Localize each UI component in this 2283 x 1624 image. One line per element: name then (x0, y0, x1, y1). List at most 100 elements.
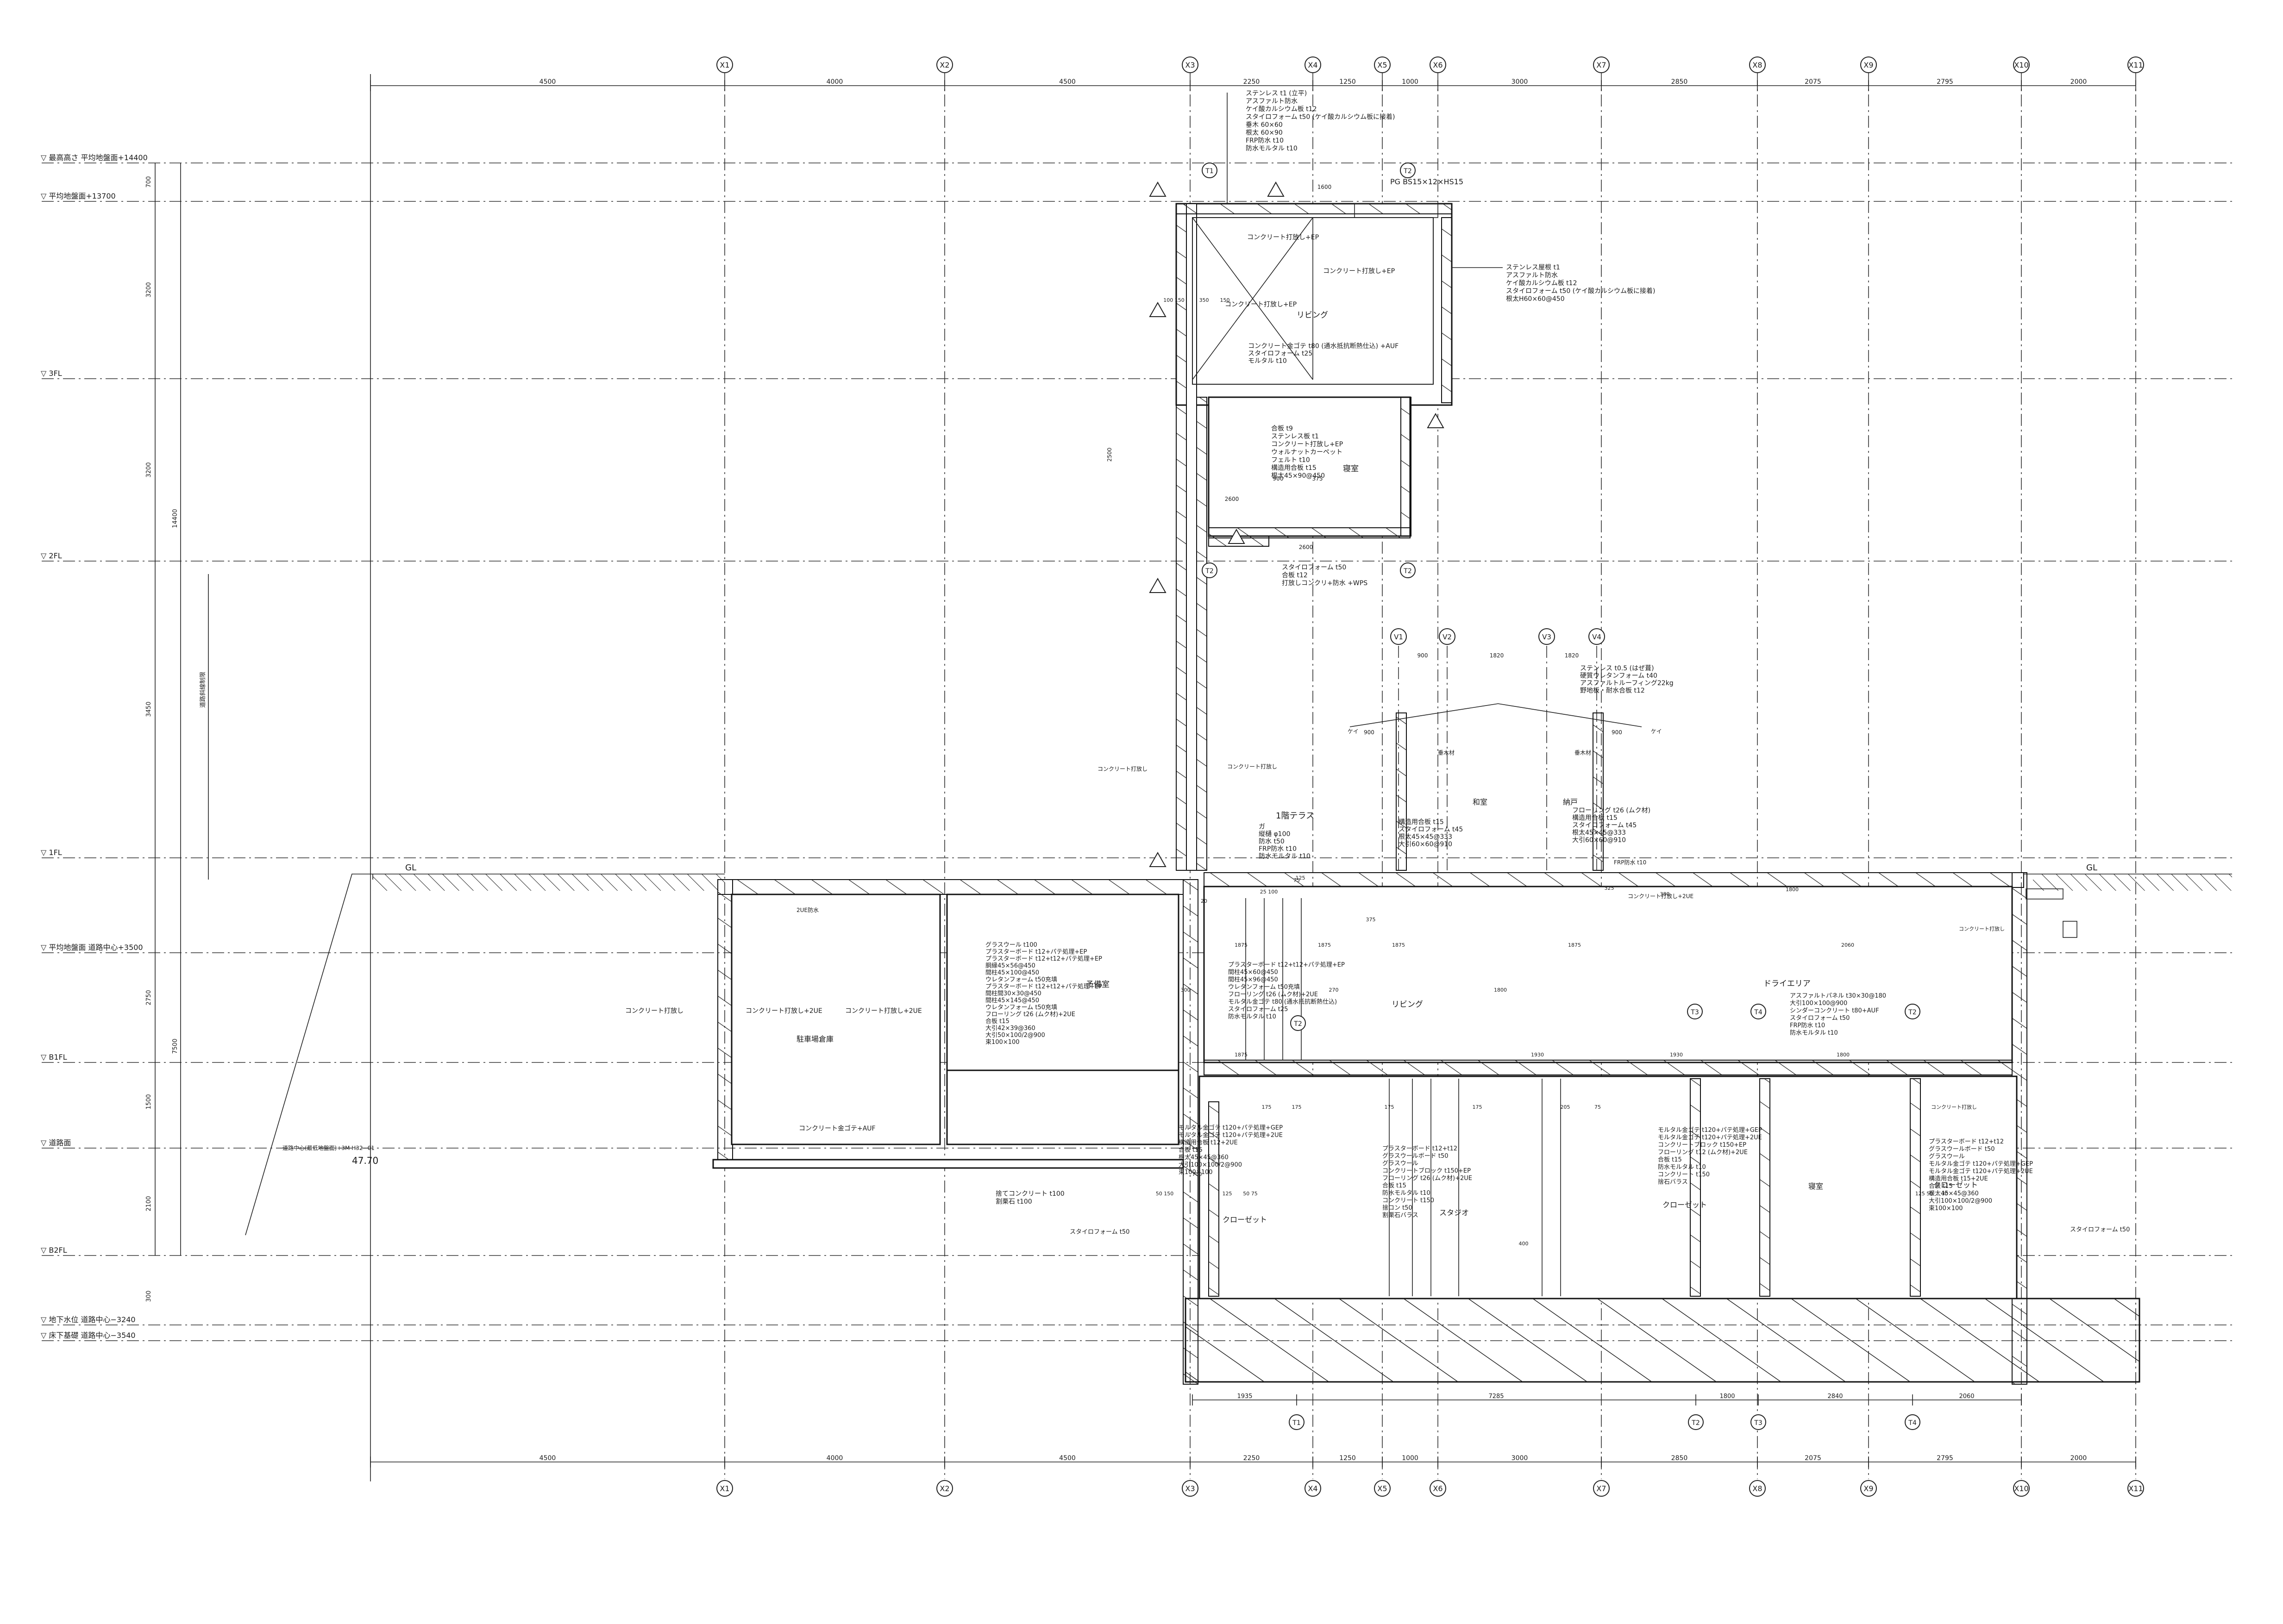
tower-wall-inner (1186, 203, 1197, 871)
floor-spec-note: 防水モルタル t10 (1790, 1029, 1838, 1037)
floor-spec-note: 間柱45×96@450 (1228, 976, 1278, 983)
dimension-value: 2600 (1299, 544, 1313, 550)
dimension-value: 7285 (1488, 1393, 1504, 1400)
roof-spec-note: アスファルト防水 (1506, 272, 1558, 279)
dimension-value: 50 75 (1243, 1191, 1258, 1197)
dimension-value: 1875 (1235, 1052, 1248, 1058)
grid-label-bottom: X9 (1863, 1484, 1873, 1493)
grid-label-top: X8 (1752, 61, 1762, 69)
floor-spec-note: モルタル金ゴテ t120+パテ処理+GEP (1929, 1160, 2033, 1168)
grid-bubble-top (1374, 56, 1391, 73)
grid-bubble-bottom (1374, 1480, 1391, 1497)
sub-grid-bubble (1905, 1004, 1920, 1019)
section-marker (1149, 301, 1167, 317)
level-label: ▽ 地下水位 道路中心−3240 (41, 1315, 136, 1324)
side-label: コンクリート打放し (1098, 765, 1148, 772)
slope-value: 47.70 (352, 1155, 378, 1166)
roof-spec-note: 防水モルタル t10 (1246, 145, 1298, 152)
grid-label-bottom: X5 (1377, 1484, 1387, 1493)
sub-grid-label: T4 (1908, 1419, 1917, 1427)
dimension-value: 2250 (1243, 1455, 1260, 1462)
grid-label-bottom: X6 (1433, 1484, 1443, 1493)
sub-grid-label: T2 (1403, 568, 1411, 575)
floor-spec-note: スタイロフォーム t50 (1790, 1015, 1850, 1022)
grid-bubble-top (1430, 56, 1446, 73)
tower-wall-lower (1196, 397, 1207, 871)
grid-label-bottom: X8 (1752, 1484, 1762, 1493)
dimension-value: 175 (1385, 1104, 1394, 1110)
floor-spec-note: アスファルトパネル t30×30@180 (1790, 993, 1886, 999)
ground-slab-left (717, 879, 1184, 895)
v-grid-bubble (1588, 628, 1605, 645)
dimension-value: 3200 (145, 282, 152, 297)
floor-spec-note: 根太45×45@360 (1929, 1190, 1979, 1197)
floor-spec-note: 間柱45×60@450 (1228, 969, 1278, 976)
floor-spec-note: 防水モルタル t10 (1382, 1189, 1430, 1197)
dimension-value: 1800 (1837, 1052, 1850, 1058)
floor-spec-note: コンクリート打放し+EP (1271, 440, 1343, 448)
floor-spec-note: モルタル金ゴテ t120+パテ処理+2UE (1929, 1168, 2033, 1175)
spec-note: コンクリート打放し+2UE (845, 1007, 922, 1015)
sub-grid-label: T3 (1754, 1419, 1762, 1427)
grid-bubble-top (1860, 56, 1877, 73)
dimension-value: 4500 (1059, 1455, 1076, 1462)
spec-note: 2UE防水 (797, 906, 819, 913)
dimension-value: 2840 (1827, 1393, 1843, 1400)
floor-spec-note: コンクリートブロック t150+EP (1382, 1167, 1471, 1174)
parking-floor-slab (712, 1159, 1184, 1169)
third-floor-enclosure (1175, 203, 1453, 406)
dimension-value: 900 (1273, 475, 1284, 482)
grid-label-top: X10 (2014, 61, 2028, 69)
spec-note: スタイロフォーム t50 (1070, 1229, 1129, 1236)
room-name: 寝室 (1808, 1182, 1823, 1191)
dimension-value: 2100 (145, 1196, 152, 1211)
dimension-value: 50 150 (1156, 1191, 1174, 1197)
floor-spec-note: コンクリート t150 (1658, 1171, 1710, 1178)
dimension-value: 75 (1594, 1104, 1601, 1110)
section-marker (1427, 412, 1444, 428)
roof-spec-note: スタイロフォーム t50 (ケイ酸カルシウム板に接着) (1506, 287, 1655, 295)
floor-spec-note: FRP防水 t10 (1790, 1022, 1825, 1029)
floor-spec-note: フローリング t26 (ムク材)+2UE (1382, 1175, 1472, 1182)
dimension-value: 1875 (1568, 942, 1581, 948)
dimension-value: 3450 (145, 701, 152, 717)
canopy-post (1396, 712, 1407, 871)
level-label: ▽ B2FL (41, 1246, 67, 1255)
floor-spec-note: スタイロフォーム t45 (1399, 826, 1463, 833)
floor-spec-note: モルタル t10 (1248, 357, 1287, 365)
sub-grid-bubble (1687, 1004, 1703, 1019)
bedroom-box (1208, 396, 1411, 537)
dimension-value: 150 (1220, 297, 1230, 303)
void-diagonal (1192, 217, 1313, 380)
grid-label-bottom: X1 (720, 1484, 729, 1493)
roof-spec-note: 根太 60×90 (1246, 129, 1283, 137)
dimension-value: 205 (1561, 1104, 1570, 1110)
sub-grid-bubble (1750, 1004, 1766, 1019)
dimension-value: 1000 (1402, 1455, 1418, 1462)
grid-label-top: X3 (1185, 61, 1195, 69)
grid-bubble-bottom (1749, 1480, 1766, 1497)
grid-bubble-top (1305, 56, 1321, 73)
sub-grid-label: T2 (1205, 568, 1213, 575)
canopy-spec-note: 硬質ウレタンフォーム t40 (1580, 672, 1657, 680)
floor-spec-note: シンダーコンクリート t80+AUF (1790, 1007, 1879, 1014)
roof-top-note: PG BS15×12×HS15 (1390, 177, 1463, 186)
floor-spec-note: スタイロフォーム t45 (1572, 822, 1637, 829)
dimension-value: 1930 (1531, 1052, 1544, 1058)
room-name: 予備室 (1086, 980, 1110, 989)
floor-spec-note: 合板 t15 (1929, 1183, 1953, 1190)
dimension-value: 4500 (539, 1455, 556, 1462)
b2-partition (1759, 1078, 1770, 1297)
section-marker (1149, 577, 1167, 593)
grid-label-bottom: X2 (940, 1484, 949, 1493)
dimension-value: 4000 (827, 78, 843, 86)
spec-note: 捨てコンクリート t100 (996, 1190, 1065, 1198)
floor-spec-note: 束100×100 (1179, 1169, 1213, 1176)
floor-spec-note: ウォルナットカーペット (1271, 449, 1342, 456)
spare-room (946, 893, 1179, 1071)
dimension-value: 1935 (1237, 1393, 1252, 1400)
roof-spec-note: ケイ酸カルシウム板 t12 (1506, 280, 1577, 287)
dimension-value: 75 (1293, 877, 1300, 883)
grid-label-top: X7 (1596, 61, 1606, 69)
